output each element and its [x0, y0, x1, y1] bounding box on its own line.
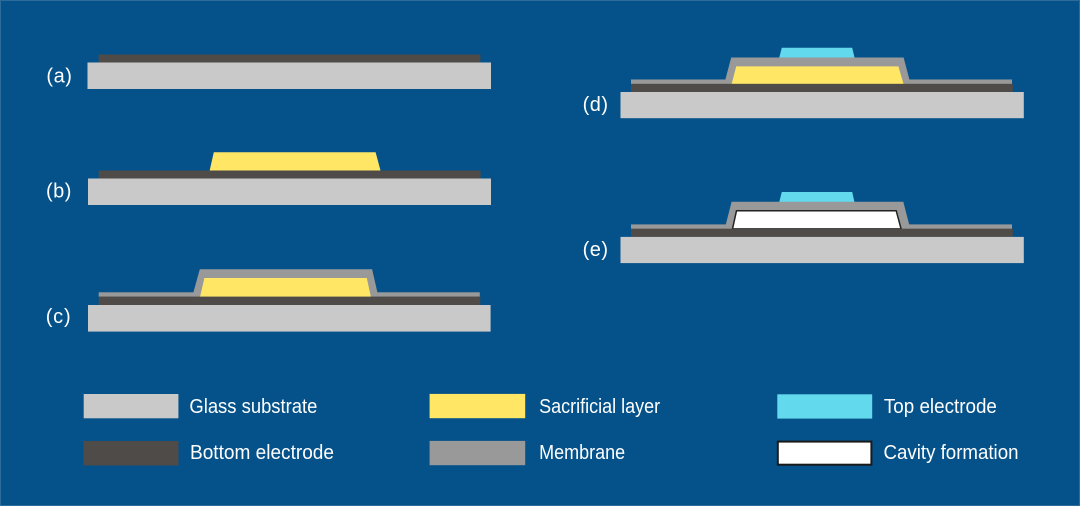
- svg-text:Membrane: Membrane: [539, 441, 625, 464]
- svg-text:Sacrificial layer: Sacrificial layer: [539, 395, 660, 418]
- svg-text:(d): (d): [583, 94, 609, 116]
- svg-text:(e): (e): [583, 239, 609, 261]
- svg-text:Cavity formation: Cavity formation: [884, 441, 1019, 464]
- svg-text:Top electrode: Top electrode: [884, 395, 997, 418]
- svg-text:Bottom electrode: Bottom electrode: [190, 441, 334, 464]
- svg-text:(b): (b): [46, 181, 72, 203]
- svg-text:(c): (c): [46, 306, 72, 328]
- svg-text:(a): (a): [46, 66, 72, 88]
- svg-text:Glass substrate: Glass substrate: [189, 395, 317, 418]
